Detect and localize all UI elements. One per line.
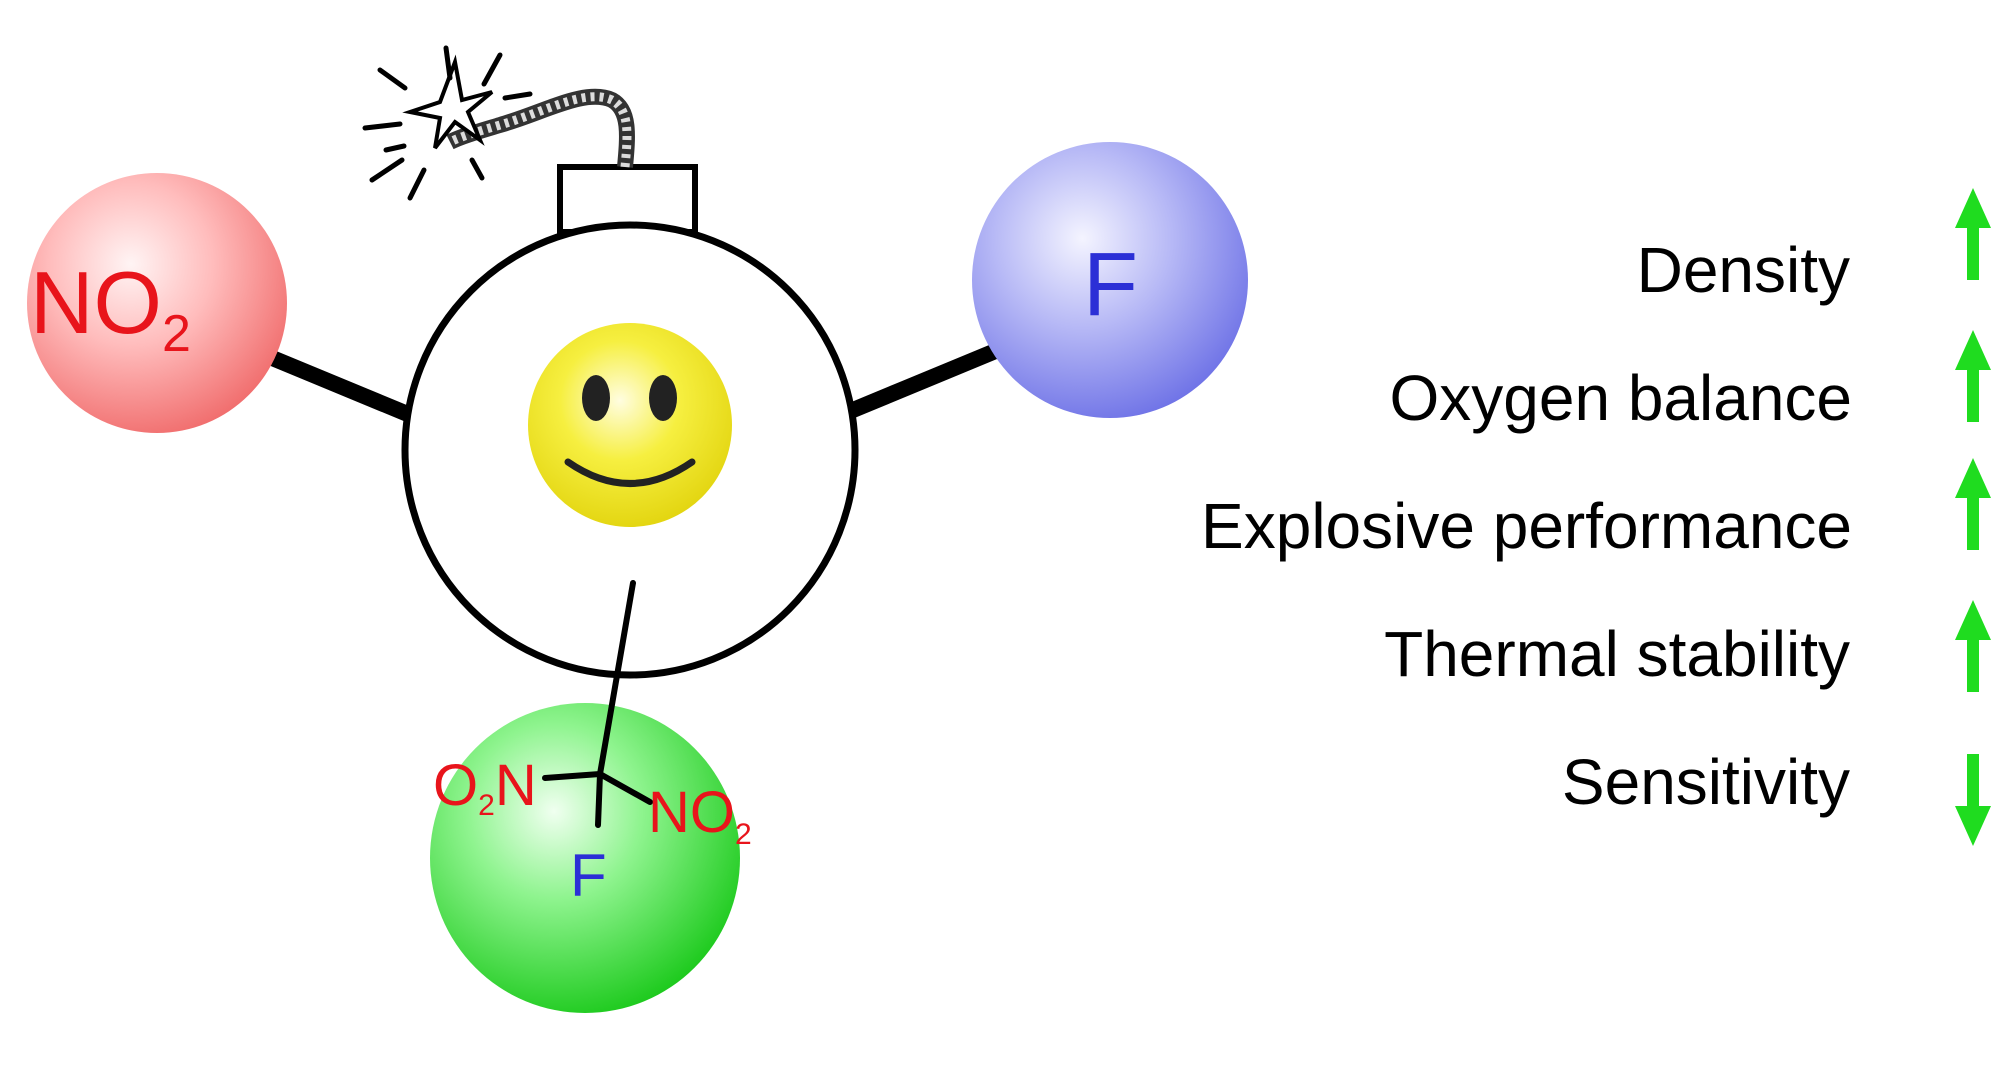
property-thermal-stability: Thermal stability	[1384, 618, 1850, 690]
property-oxygen-balance: Oxygen balance	[1389, 362, 1852, 434]
property-list: Density Oxygen balance Explosive perform…	[1201, 234, 1852, 818]
down-arrow-icon	[1955, 754, 1991, 846]
smiley-face	[528, 323, 732, 527]
smiley-mouth	[564, 458, 696, 487]
fluorodinitromethyl-bonds	[542, 580, 653, 828]
bond-carbon-to-fluorine	[595, 771, 603, 828]
smiley-left-eye	[582, 375, 610, 421]
up-arrow-icon	[1955, 600, 1991, 692]
nitro-label: NO2	[30, 253, 191, 363]
right-nitro-label: NO2	[648, 780, 752, 851]
fluoro-group: F	[972, 142, 1248, 418]
fluorodinitromethyl-group	[430, 703, 740, 1013]
bomb-cap	[557, 164, 698, 235]
spark-icon	[362, 45, 533, 201]
up-arrow-icon	[1955, 458, 1991, 550]
trend-arrows	[1955, 188, 1991, 846]
property-explosive-performance: Explosive performance	[1201, 490, 1852, 562]
fluorodinitromethyl-sphere	[430, 703, 740, 1013]
fluoro-sphere	[972, 142, 1248, 418]
property-sensitivity: Sensitivity	[1562, 746, 1850, 818]
smiley-right-eye	[649, 375, 677, 421]
bond-core-to-carbon	[597, 580, 636, 777]
bonds	[261, 337, 1014, 423]
nitro-group: NO2	[27, 173, 287, 433]
substituent-fluorine-label: F	[570, 842, 607, 909]
left-nitro-label: O2N	[433, 753, 537, 822]
bond-carbon-to-right-nitro	[597, 771, 653, 805]
bond-fluoro	[849, 337, 1014, 418]
up-arrow-icon	[1955, 188, 1991, 280]
smiley-face-icon	[528, 323, 732, 527]
up-arrow-icon	[1955, 330, 1991, 422]
bond-nitro	[261, 347, 414, 423]
fluoro-label: F	[1083, 235, 1138, 335]
spark-star	[402, 54, 494, 150]
nitro-sphere	[27, 173, 287, 433]
bond-carbon-to-left-nitro	[542, 771, 603, 781]
property-density: Density	[1637, 234, 1850, 306]
